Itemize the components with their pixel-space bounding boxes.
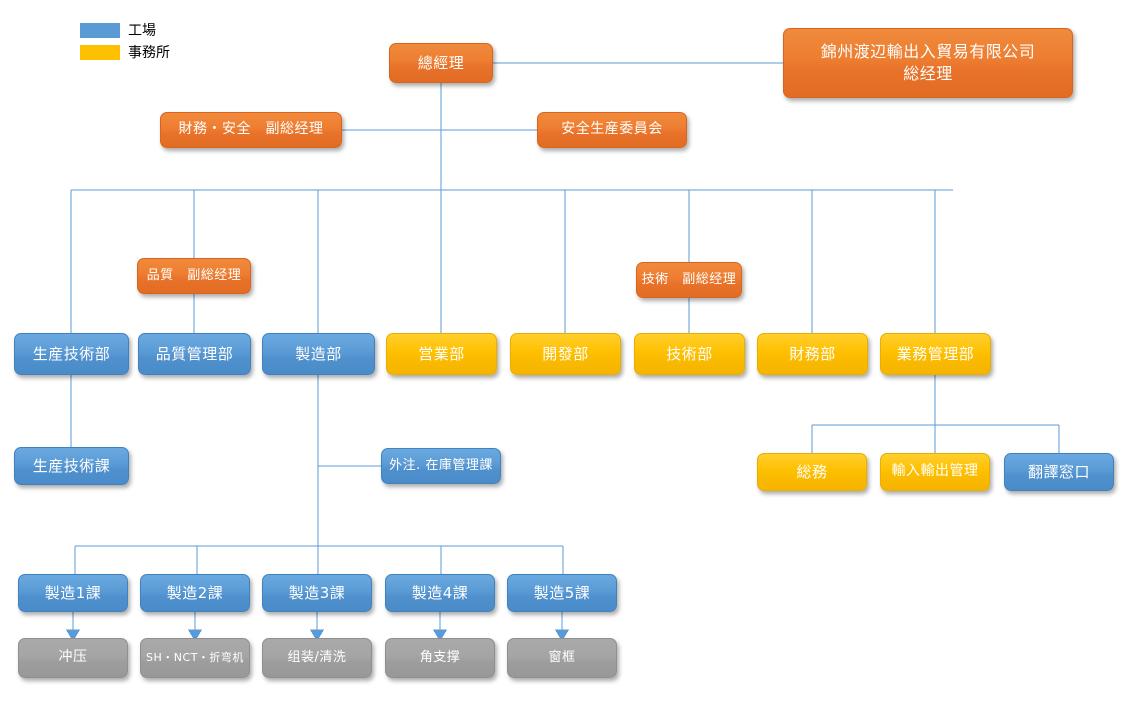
legend-label-factory: 工場 — [128, 23, 156, 39]
node-technology-vp[interactable]: 技術 副総经理 — [636, 262, 742, 298]
node-safety-production-committee[interactable]: 安全生産委員会 — [537, 112, 687, 148]
legend-item-office: 事務所 — [80, 42, 170, 62]
legend-swatch-factory-icon — [80, 22, 120, 38]
node-department-finance[interactable]: 財務部 — [757, 333, 868, 375]
node-process-stamping-label: 冲压 — [58, 649, 88, 666]
node-manufacturing-section-4-label: 製造4課 — [411, 583, 469, 602]
node-department-development-label: 開發部 — [542, 344, 589, 363]
node-department-quality-control[interactable]: 品質管理部 — [138, 333, 251, 375]
node-department-sales[interactable]: 営業部 — [386, 333, 497, 375]
node-process-corner-brace[interactable]: 角支撑 — [385, 638, 495, 678]
node-subunit-general-affairs[interactable]: 総務 — [757, 453, 867, 491]
node-process-assembly-cleaning-label: 组装/清洗 — [287, 649, 347, 665]
node-parent-company-line1: 錦州渡辺輸出入貿易有限公司 — [820, 42, 1036, 62]
node-process-sh-nct-bending[interactable]: SH・NCT・折弯机 — [140, 638, 250, 678]
node-department-finance-label: 財務部 — [789, 344, 836, 363]
node-finance-safety-vp-label: 財務・安全 副総经理 — [178, 121, 324, 138]
node-quality-vp-label: 品質 副総经理 — [146, 267, 242, 283]
node-manufacturing-section-2[interactable]: 製造2課 — [140, 574, 250, 612]
node-department-production-technology[interactable]: 生産技術部 — [14, 333, 129, 375]
node-general-manager-label: 總經理 — [417, 53, 465, 72]
node-department-development[interactable]: 開發部 — [510, 333, 621, 375]
node-department-sales-label: 営業部 — [418, 344, 465, 363]
node-subunit-import-export-management-label: 輸入輸出管理 — [891, 463, 979, 480]
node-subunit-translation-desk-label: 翻譯窓口 — [1027, 462, 1090, 481]
node-parent-company-line2: 総经理 — [903, 64, 953, 83]
node-subunit-translation-desk[interactable]: 翻譯窓口 — [1004, 453, 1114, 491]
node-department-technology[interactable]: 技術部 — [634, 333, 745, 375]
node-section-production-technology[interactable]: 生産技術課 — [14, 447, 129, 485]
node-process-corner-brace-label: 角支撑 — [419, 649, 461, 665]
node-department-business-management-label: 業務管理部 — [896, 344, 975, 363]
node-section-outsourcing-inventory[interactable]: 外注. 在庫管理課 — [381, 448, 501, 484]
node-process-window-frame[interactable]: 窗框 — [507, 638, 617, 678]
node-manufacturing-section-1-label: 製造1課 — [44, 583, 102, 602]
legend-item-factory: 工場 — [80, 20, 170, 40]
node-parent-company[interactable]: 錦州渡辺輸出入貿易有限公司 総经理 — [783, 28, 1073, 98]
node-department-quality-control-label: 品質管理部 — [155, 344, 234, 363]
node-department-manufacturing[interactable]: 製造部 — [262, 333, 375, 375]
node-subunit-general-affairs-label: 総務 — [796, 462, 828, 481]
node-quality-vp[interactable]: 品質 副総经理 — [137, 258, 251, 294]
node-process-window-frame-label: 窗框 — [548, 649, 576, 665]
node-department-manufacturing-label: 製造部 — [295, 344, 342, 363]
node-subunit-import-export-management[interactable]: 輸入輸出管理 — [880, 453, 990, 491]
node-manufacturing-section-1[interactable]: 製造1課 — [18, 574, 128, 612]
legend: 工場 事務所 — [80, 20, 170, 64]
node-finance-safety-vp[interactable]: 財務・安全 副総经理 — [160, 112, 342, 148]
node-section-outsourcing-inventory-label: 外注. 在庫管理課 — [389, 457, 493, 473]
node-process-stamping[interactable]: 冲压 — [18, 638, 128, 678]
node-department-business-management[interactable]: 業務管理部 — [880, 333, 991, 375]
node-department-technology-label: 技術部 — [666, 344, 713, 363]
node-general-manager[interactable]: 總經理 — [389, 43, 493, 83]
node-manufacturing-section-4[interactable]: 製造4課 — [385, 574, 495, 612]
legend-label-office: 事務所 — [128, 45, 170, 61]
node-safety-production-committee-label: 安全生産委員会 — [561, 121, 663, 138]
node-section-production-technology-label: 生産技術課 — [32, 456, 111, 475]
node-manufacturing-section-5-label: 製造5課 — [533, 583, 591, 602]
node-manufacturing-section-5[interactable]: 製造5課 — [507, 574, 617, 612]
node-process-assembly-cleaning[interactable]: 组装/清洗 — [262, 638, 372, 678]
node-manufacturing-section-3[interactable]: 製造3課 — [262, 574, 372, 612]
legend-swatch-office-icon — [80, 44, 120, 60]
node-manufacturing-section-3-label: 製造3課 — [288, 583, 346, 602]
node-department-production-technology-label: 生産技術部 — [32, 344, 111, 363]
node-technology-vp-label: 技術 副総经理 — [641, 271, 737, 287]
node-process-sh-nct-bending-label: SH・NCT・折弯机 — [146, 651, 244, 665]
node-manufacturing-section-2-label: 製造2課 — [166, 583, 224, 602]
